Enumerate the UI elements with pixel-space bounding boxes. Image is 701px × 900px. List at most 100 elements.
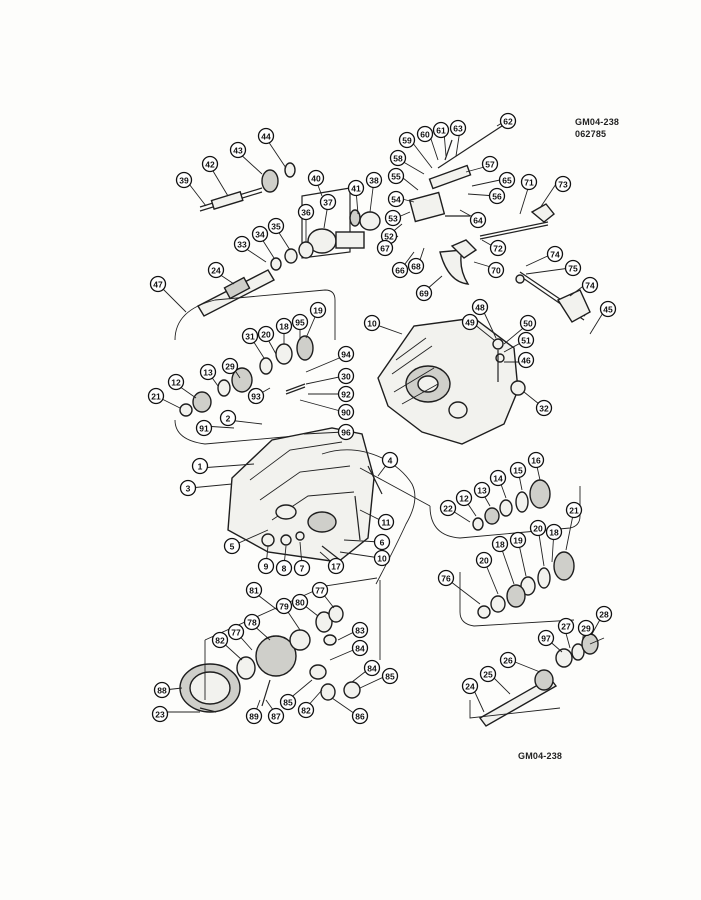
callout-number: 20	[533, 524, 543, 534]
callout-16: 16	[527, 451, 545, 469]
callout-74: 74	[581, 276, 599, 294]
callout-number: 86	[355, 712, 365, 722]
callout-number: 89	[249, 712, 259, 722]
callout-57: 57	[481, 155, 499, 173]
callout-number: 74	[585, 281, 595, 291]
callout-61: 61	[432, 121, 450, 139]
callout-balloon	[347, 179, 365, 197]
callout-68: 68	[407, 257, 425, 275]
callout-balloon	[479, 665, 497, 683]
callout-number: 11	[382, 518, 391, 528]
callout-number: 82	[215, 636, 225, 646]
callout-41: 41	[347, 179, 365, 197]
callout-55: 55	[387, 167, 405, 185]
drawing-code-header: GM04-238	[575, 117, 620, 127]
callout-balloon	[449, 119, 467, 137]
callout-number: 33	[237, 240, 247, 250]
callout-10: 10	[363, 314, 381, 332]
callout-number: 81	[249, 586, 259, 596]
callout-number: 19	[513, 536, 523, 546]
callout-33: 33	[233, 235, 251, 253]
callout-number: 24	[465, 682, 475, 692]
callout-25: 25	[479, 665, 497, 683]
callout-number: 9	[264, 562, 269, 572]
callout-1: 1	[191, 457, 209, 475]
callout-balloon	[455, 489, 473, 507]
callout-number: 84	[367, 664, 377, 674]
callout-number: 10	[367, 319, 377, 329]
countershaft-group	[469, 633, 605, 727]
callout-balloon	[275, 317, 293, 335]
callout-balloon	[381, 451, 399, 469]
callout-balloon	[337, 345, 355, 363]
callout-number: 52	[384, 232, 394, 242]
callout-balloon	[475, 551, 493, 569]
callout-77: 77	[227, 623, 245, 641]
callout-number: 5	[230, 542, 235, 552]
callout-number: 4	[388, 456, 393, 466]
callout-number: 36	[301, 208, 311, 218]
callout-number: 26	[503, 656, 513, 666]
callout-number: 30	[341, 372, 351, 382]
callout-number: 23	[155, 710, 165, 720]
callout-number: 29	[581, 624, 591, 634]
callout-56: 56	[488, 187, 506, 205]
callout-balloon	[179, 479, 197, 497]
callout-2: 2	[219, 409, 237, 427]
callout-number: 97	[541, 634, 551, 644]
callout-62: 62	[499, 112, 517, 130]
callout-balloon	[211, 631, 229, 649]
callout-balloon	[199, 363, 217, 381]
callout-94: 94	[337, 345, 355, 363]
output-gear-group	[359, 467, 581, 627]
callout-balloon	[291, 313, 309, 331]
callout-number: 38	[369, 176, 379, 186]
callout-balloon	[223, 537, 241, 555]
callout-number: 56	[492, 192, 502, 202]
callout-44: 44	[257, 127, 275, 145]
callout-balloon	[499, 651, 517, 669]
callout-number: 37	[323, 198, 333, 208]
callout-3: 3	[179, 479, 197, 497]
callout-balloon	[219, 409, 237, 427]
callout-balloon	[537, 629, 555, 647]
callout-number: 14	[493, 474, 503, 484]
callout-35: 35	[267, 217, 285, 235]
callout-number: 20	[261, 330, 271, 340]
callout-number: 58	[393, 154, 403, 164]
callout-53: 53	[384, 209, 402, 227]
callout-balloon	[527, 451, 545, 469]
callout-balloon	[245, 707, 263, 725]
callout-balloon	[297, 203, 315, 221]
callout-79: 79	[275, 597, 293, 615]
callout-4: 4	[381, 451, 399, 469]
callout-number: 50	[523, 319, 533, 329]
callout-balloon	[267, 707, 285, 725]
callout-balloon	[201, 155, 219, 173]
callout-balloon	[509, 531, 527, 549]
callout-73: 73	[554, 175, 572, 193]
callout-balloon	[387, 190, 405, 208]
callout-balloon	[469, 211, 487, 229]
callout-balloon	[293, 559, 311, 577]
callout-balloon	[275, 597, 293, 615]
callout-balloon	[415, 284, 433, 302]
callout-number: 54	[391, 195, 401, 205]
callout-balloon	[153, 681, 171, 699]
callout-number: 2	[226, 414, 231, 424]
callout-number: 71	[524, 178, 534, 188]
callout-number: 47	[153, 280, 163, 290]
callout-number: 90	[341, 408, 351, 418]
callout-balloon	[275, 559, 293, 577]
drawing-code-footer: GM04-238	[518, 751, 563, 761]
callout-63: 63	[449, 119, 467, 137]
callout-75: 75	[564, 259, 582, 277]
callout-number: 25	[483, 670, 493, 680]
callout-balloon	[529, 519, 547, 537]
callout-number: 51	[521, 336, 531, 346]
callout-balloon	[498, 171, 516, 189]
callout-balloon	[245, 581, 263, 599]
callout-number: 55	[391, 172, 401, 182]
callout-46: 46	[517, 351, 535, 369]
